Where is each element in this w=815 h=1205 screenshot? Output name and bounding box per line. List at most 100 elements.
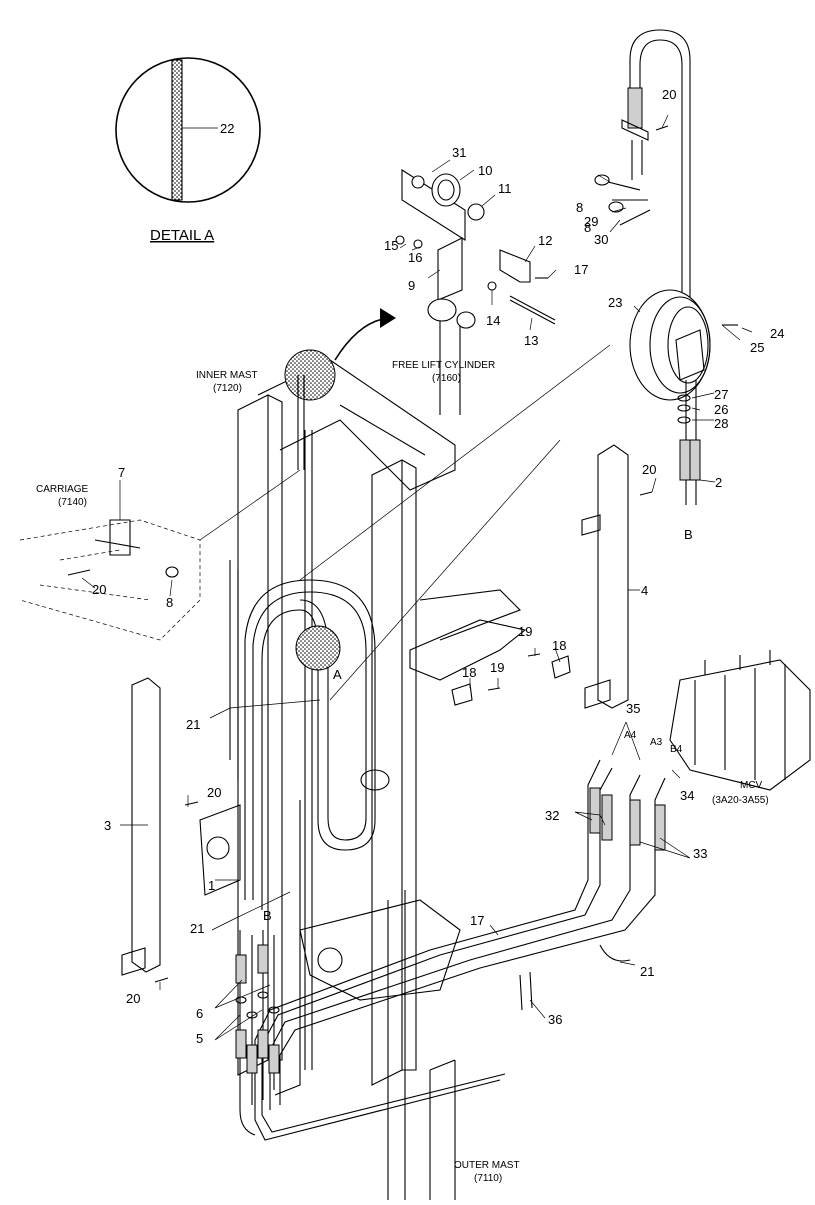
callout-18a: 18 [552,638,566,653]
callout-28: 28 [714,416,728,431]
hose-fitting-column-1 [239,930,256,1136]
callout-13: 13 [524,333,538,348]
detail-a-marker-circle [284,349,336,401]
inner-mast-label: INNER MAST [196,370,258,381]
mast-structure [199,320,527,1200]
port-b4: B4 [670,744,683,755]
callout-7: 7 [118,465,125,480]
callout-9: 9 [408,278,415,293]
callout-20b: 20 [642,462,656,477]
callout-32: 32 [545,808,559,823]
part-16 [413,239,423,249]
carriage-outline [19,519,201,641]
clips-18-19 [451,653,571,706]
hose-loop-outer [629,29,691,300]
marker-b-top: B [684,527,693,542]
hose-up-to-cylinder [297,375,305,470]
callout-20c: 20 [92,582,106,597]
hose-loop-inner [639,39,683,300]
free-lift-cylinder-number: (7160) [432,373,461,384]
part-7-tee [109,519,131,556]
free-lift-cylinder-rod [439,320,461,415]
part-20-bolt-bracket3 [184,801,199,806]
callout-26: 26 [714,402,728,417]
bracket-4-body [597,444,629,709]
outer-mast-number: (7110) [474,1173,502,1184]
callout-11: 11 [498,181,512,196]
callout-6: 6 [196,1006,203,1021]
mcv-number: (3A20-3A55) [712,795,769,806]
callout-15: 15 [384,238,398,253]
free-lift-cylinder-head: FREE LIFT CYLINDER (7160) [392,168,556,384]
callout-21c: 21 [640,964,654,979]
detail-a-circle [115,57,261,203]
lower-left-fittings [235,930,280,1136]
callout-34: 34 [680,788,694,803]
bolt-19a [527,653,541,657]
callout-21b: 21 [190,921,204,936]
part-20-bolt-bracket [639,491,653,496]
callout-19b: 19 [490,660,504,675]
clip-18b [551,655,571,679]
callout-4: 4 [641,583,648,598]
carriage-label: CARRIAGE [36,484,89,495]
bolt-19b [487,687,501,691]
callout-8c: 8 [166,595,173,610]
hose-1-loop [244,579,376,910]
detail-a: 22 DETAIL A [115,57,261,244]
lower-hoses [254,759,666,1141]
callout-17a: 17 [574,262,588,277]
outer-mast-callout: OUTER MAST (7110) [454,1160,520,1184]
mcv-label: MCV [740,780,763,791]
callout-20a: 20 [662,87,676,102]
callout-numbers: 31 10 11 8 29 8 30 15 16 12 17 9 14 13 2… [92,87,784,1046]
free-lift-cylinder-label: FREE LIFT CYLINDER [392,360,495,371]
fitting-8a [594,174,610,186]
detail-a-location [295,625,341,671]
detail-a-title: DETAIL A [150,227,214,244]
reference-markers: A B B [263,527,693,923]
callout-21a: 21 [186,717,200,732]
mast-side-plate [199,804,241,896]
fitting-8c [165,566,179,578]
callout-5: 5 [196,1031,203,1046]
part-14 [487,281,497,291]
hose-section [171,59,183,201]
callout-20d: 20 [207,785,221,800]
mast-hose-loop [244,375,390,1070]
callout-14: 14 [486,313,500,328]
lower-tie-bar [299,899,461,1001]
callout-18b: 18 [462,665,476,680]
callout-31: 31 [452,145,466,160]
hose-32a [254,759,601,1141]
marker-a: A [333,667,342,682]
callout-30: 30 [594,232,608,247]
outer-mast-left [274,800,301,1096]
part-12-clamp [499,249,531,283]
marker-b-bottom: B [263,908,272,923]
part-11 [467,203,485,221]
callout-24: 24 [770,326,784,341]
callout-22: 22 [220,121,234,136]
callout-19a: 19 [518,624,532,639]
part-9-bracket [437,237,463,301]
bracket-4 [581,444,653,709]
bracket-3-body [131,677,161,973]
callout-36: 36 [548,1012,562,1027]
arrow-head-icon [380,308,396,328]
inner-mast-number: (7120) [213,383,242,394]
port-a3: A3 [650,737,663,748]
carriage-area: CARRIAGE (7140) [19,484,201,641]
callout-33: 33 [693,846,707,861]
part-31 [411,175,425,189]
hose-clamp-block [627,87,643,129]
callout-8a: 8 [576,200,583,215]
clip-18a [451,683,473,706]
port-a4: A4 [624,730,637,741]
callout-10: 10 [478,163,492,178]
mcv-valve: MCV (3A20-3A55) A4 A3 B4 [624,650,811,806]
part-15 [395,235,405,245]
callout-1: 1 [208,878,215,893]
inner-mast-callout: INNER MAST (7120) [196,308,396,401]
